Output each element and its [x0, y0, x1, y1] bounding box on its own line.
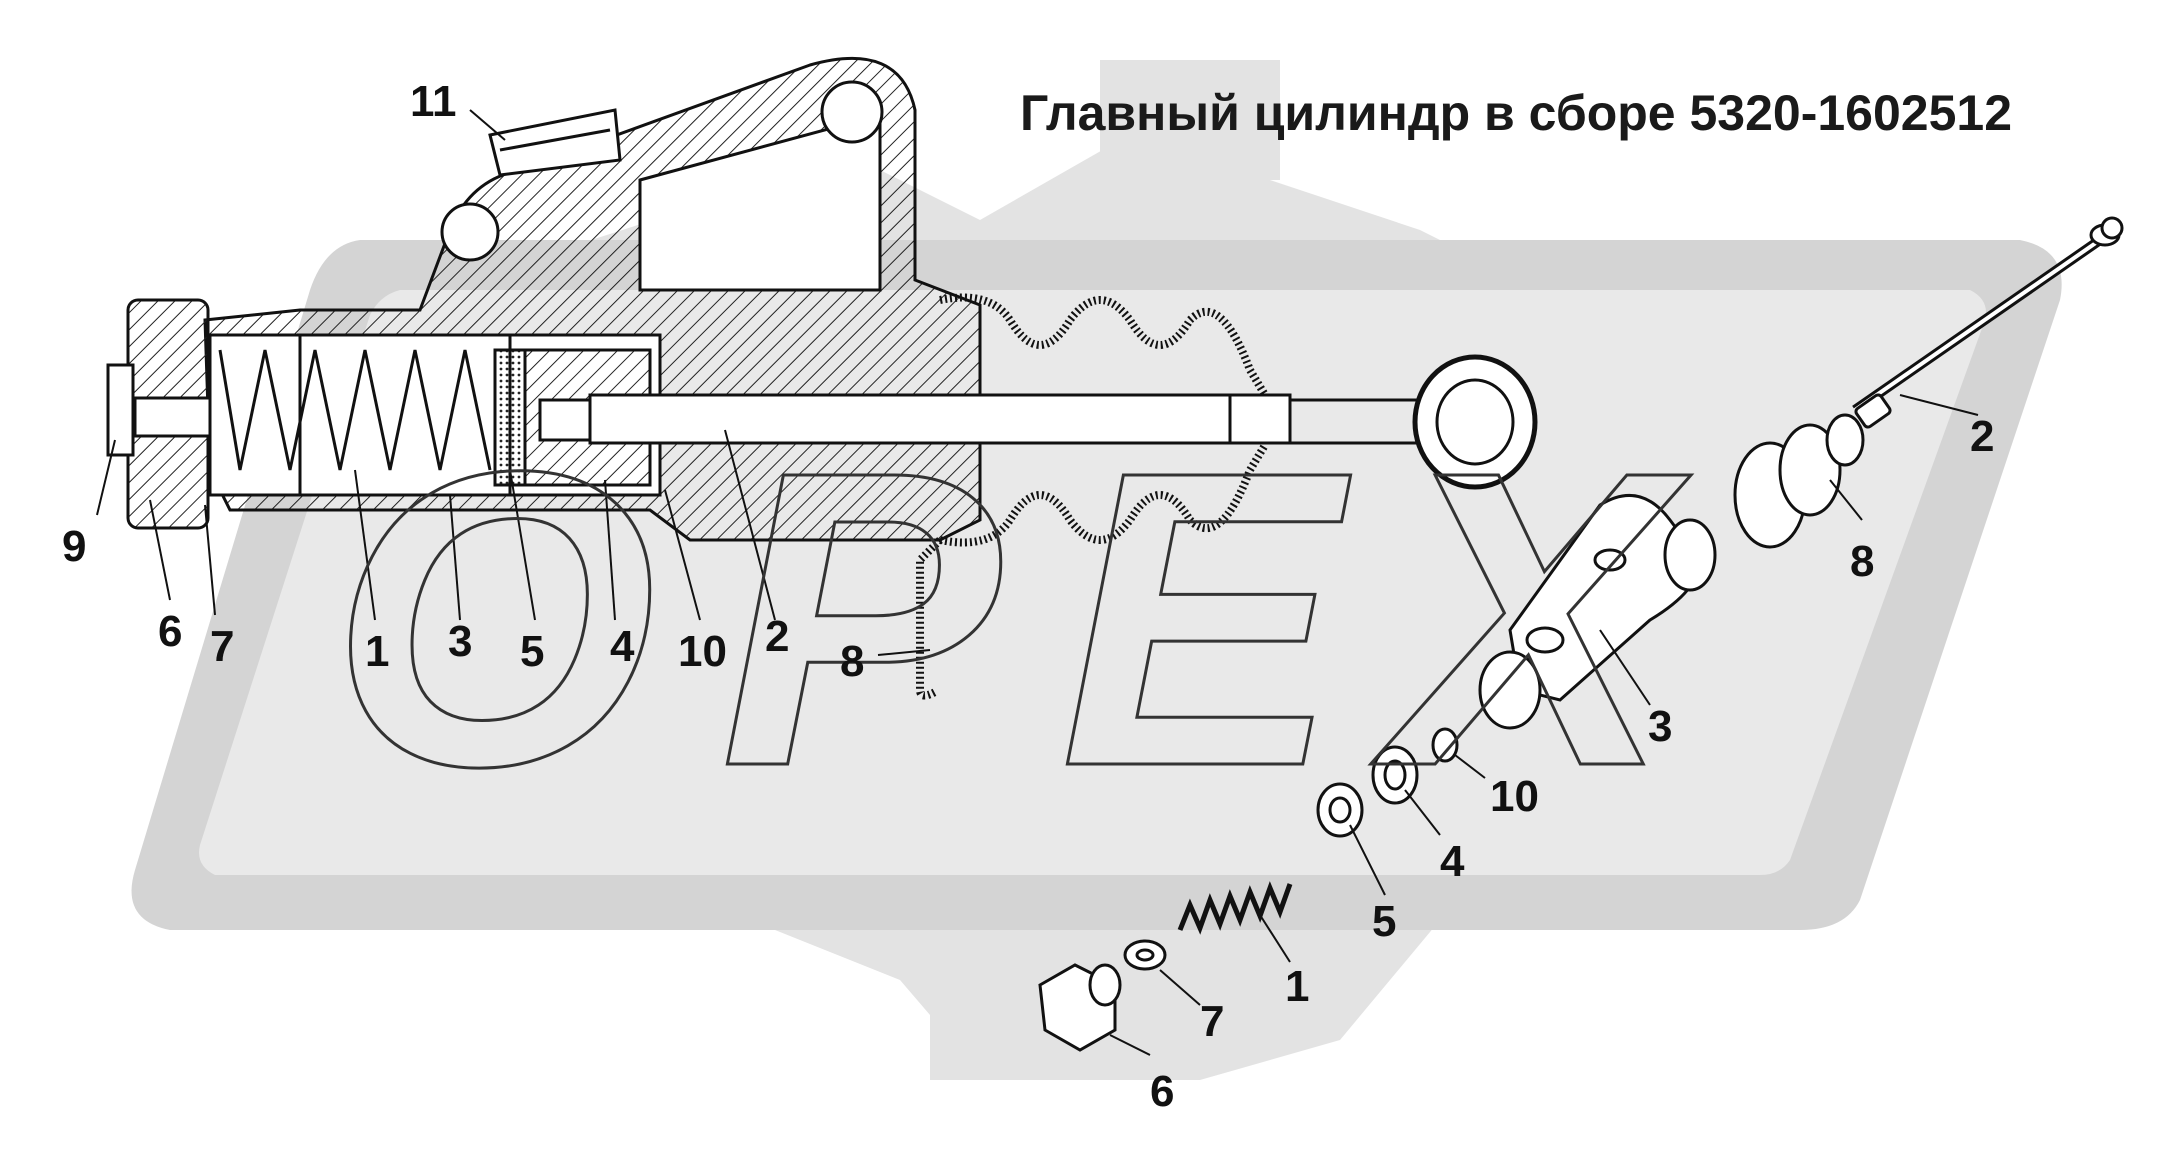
callout-exploded-6: 6	[1150, 1067, 1175, 1116]
exploded-spring	[1177, 881, 1293, 935]
exploded-ring-10	[1431, 727, 1459, 763]
callout-4: 4	[610, 622, 635, 671]
valve	[133, 396, 212, 438]
watermark-letter-e: E	[1058, 385, 1341, 854]
callout-6: 6	[158, 607, 183, 656]
exploded-boot	[1733, 413, 1865, 549]
callout-exploded-3: 3	[1648, 702, 1673, 751]
diagram-title: Главный цилиндр в сборе 5320-1602512	[1020, 85, 2013, 141]
callout-exploded-10: 10	[1490, 772, 1539, 821]
leader-lines	[96, 109, 1979, 1056]
callout-5: 5	[520, 627, 545, 676]
exploded-pushrod	[1852, 216, 2124, 429]
callout-7: 7	[210, 622, 235, 671]
exploded-plug	[1038, 963, 1122, 1052]
callout-2: 2	[765, 612, 790, 661]
piston-cup	[493, 348, 527, 487]
exploded-view	[1038, 216, 2124, 1052]
callout-exploded-2: 2	[1970, 412, 1995, 461]
callout-exploded-8: 8	[1850, 537, 1875, 586]
callout-exploded-1: 1	[1285, 962, 1310, 1011]
callout-exploded-4: 4	[1440, 837, 1465, 886]
watermark-letter-o: O	[329, 385, 659, 854]
watermark-letter-p: P	[718, 385, 1001, 854]
callout-1: 1	[365, 627, 390, 676]
cylinder-section	[106, 57, 1538, 700]
watermark-letter-x: X	[1388, 385, 1671, 854]
callout-exploded-5: 5	[1372, 897, 1397, 946]
callout-exploded-7: 7	[1200, 997, 1225, 1046]
callout-11: 11	[410, 77, 457, 126]
mounting-hole-left	[440, 202, 500, 262]
mounting-hole-right	[820, 80, 884, 144]
callout-3: 3	[448, 617, 473, 666]
return-spring	[218, 349, 492, 471]
callout-8: 8	[840, 637, 865, 686]
callout-10: 10	[678, 627, 727, 676]
dust-boot	[939, 293, 1269, 547]
callout-9: 9	[62, 522, 87, 571]
breather-cap	[488, 108, 622, 177]
exploded-piston	[1478, 493, 1717, 730]
